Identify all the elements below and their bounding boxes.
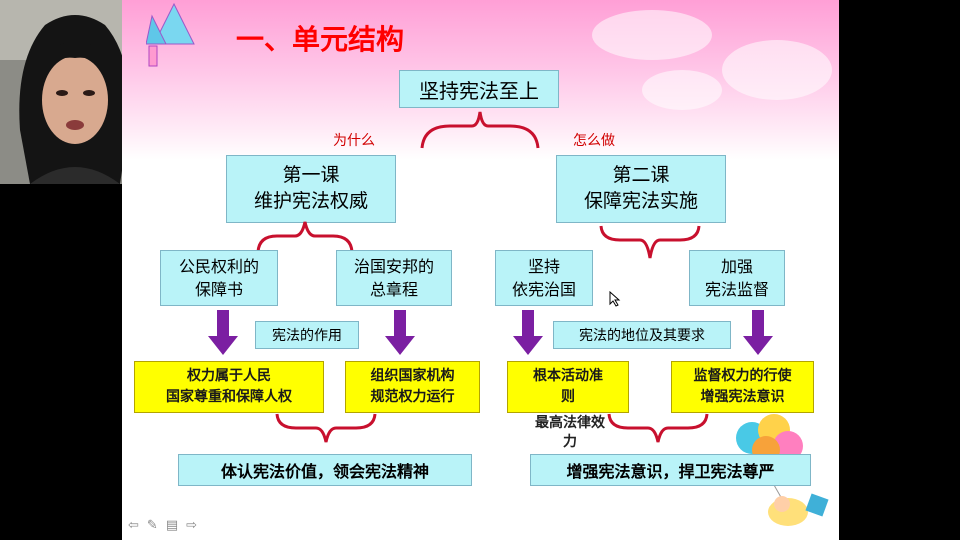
cloud-decoration xyxy=(642,70,722,110)
down-arrow-icon xyxy=(385,310,415,355)
lesson1-brace xyxy=(256,221,354,253)
l1-child-line1: 公民权利的 xyxy=(178,256,259,276)
lesson1-line2: 维护宪法权威 xyxy=(253,190,368,212)
pen-icon[interactable]: ✎ xyxy=(146,518,158,533)
root-label: 坚持宪法至上 xyxy=(419,78,539,103)
status-label-box: 宪法的地位及其要求 xyxy=(553,321,731,349)
l2-child-line1: 加强 xyxy=(720,256,753,276)
role-label: 宪法的作用 xyxy=(272,328,342,344)
down-arrow-icon xyxy=(513,310,543,355)
yellow-box: 监督权力的行使 增强宪法意识 xyxy=(671,361,814,413)
l2-child-line1: 坚持 xyxy=(527,256,560,276)
how-label: 怎么做 xyxy=(573,133,615,149)
root-brace xyxy=(420,111,540,149)
role-label-box: 宪法的作用 xyxy=(255,321,359,349)
bottom-left-box: 体认宪法价值，领会宪法精神 xyxy=(178,454,472,486)
lesson1-box: 第一课 维护宪法权威 xyxy=(226,155,396,223)
why-label: 为什么 xyxy=(333,133,375,149)
lesson2-line2: 保障宪法实施 xyxy=(583,190,698,212)
status-label: 宪法的地位及其要求 xyxy=(579,328,705,344)
overflow-text-line1: 最高法律效 xyxy=(535,415,605,431)
lesson2-brace xyxy=(599,225,701,259)
yellow-box-line2: 规范权力运行 xyxy=(370,389,455,405)
yellow-box: 根本活动准 则 xyxy=(507,361,629,413)
l1-child-line1: 治国安邦的 xyxy=(353,256,434,276)
l2-child-line2: 依宪治国 xyxy=(511,280,576,299)
down-arrow-icon xyxy=(208,310,238,355)
yellow-box-line2: 国家尊重和保障人权 xyxy=(166,389,292,405)
root-box: 坚持宪法至上 xyxy=(399,70,559,108)
lesson2-line1: 第二课 xyxy=(612,164,670,187)
l1-child-box: 治国安邦的 总章程 xyxy=(336,250,452,306)
mouse-cursor-icon xyxy=(609,291,621,307)
cloud-decoration xyxy=(722,40,832,100)
prev-arrow-icon[interactable]: ⇦ xyxy=(128,518,139,533)
down-arrow-icon xyxy=(743,310,773,355)
yellow-box-line2: 则 xyxy=(561,389,575,405)
bottom-left-text: 体认宪法价值，领会宪法精神 xyxy=(220,462,429,481)
bottom-left-brace xyxy=(275,413,377,443)
bottom-right-brace xyxy=(607,413,709,443)
bottom-right-box: 增强宪法意识，捍卫宪法尊严 xyxy=(530,454,811,486)
cloud-decoration xyxy=(592,10,712,60)
lesson2-box: 第二课 保障宪法实施 xyxy=(556,155,726,223)
slide-nav-controls: ⇦ ✎ ▤ ⇨ xyxy=(128,518,197,533)
next-arrow-icon[interactable]: ⇨ xyxy=(186,518,198,533)
l1-child-line2: 保障书 xyxy=(194,280,243,299)
menu-icon[interactable]: ▤ xyxy=(165,518,179,533)
lesson1-line1: 第一课 xyxy=(282,164,340,187)
l1-child-line2: 总章程 xyxy=(369,280,418,299)
yellow-box-line1: 组织国家机构 xyxy=(370,368,455,384)
overflow-text-line2: 力 xyxy=(563,433,577,450)
l2-child-box: 坚持 依宪治国 xyxy=(495,250,593,306)
l2-child-box: 加强 宪法监督 xyxy=(689,250,785,306)
page-title: 一、单元结构 xyxy=(236,23,405,56)
triangle-decoration-icon xyxy=(146,2,195,67)
overflow-text: 最高法律效 力 xyxy=(520,414,620,452)
yellow-box: 权力属于人民 国家尊重和保障人权 xyxy=(134,361,324,413)
yellow-box-line1: 根本活动准 xyxy=(533,368,603,384)
yellow-box-line2: 增强宪法意识 xyxy=(700,389,785,405)
l1-child-box: 公民权利的 保障书 xyxy=(160,250,278,306)
bottom-right-text: 增强宪法意识，捍卫宪法尊严 xyxy=(566,462,775,481)
l2-child-line2: 宪法监督 xyxy=(704,280,769,299)
yellow-box-line1: 监督权力的行使 xyxy=(693,368,792,384)
yellow-box-line1: 权力属于人民 xyxy=(187,368,271,384)
yellow-box: 组织国家机构 规范权力运行 xyxy=(345,361,480,413)
